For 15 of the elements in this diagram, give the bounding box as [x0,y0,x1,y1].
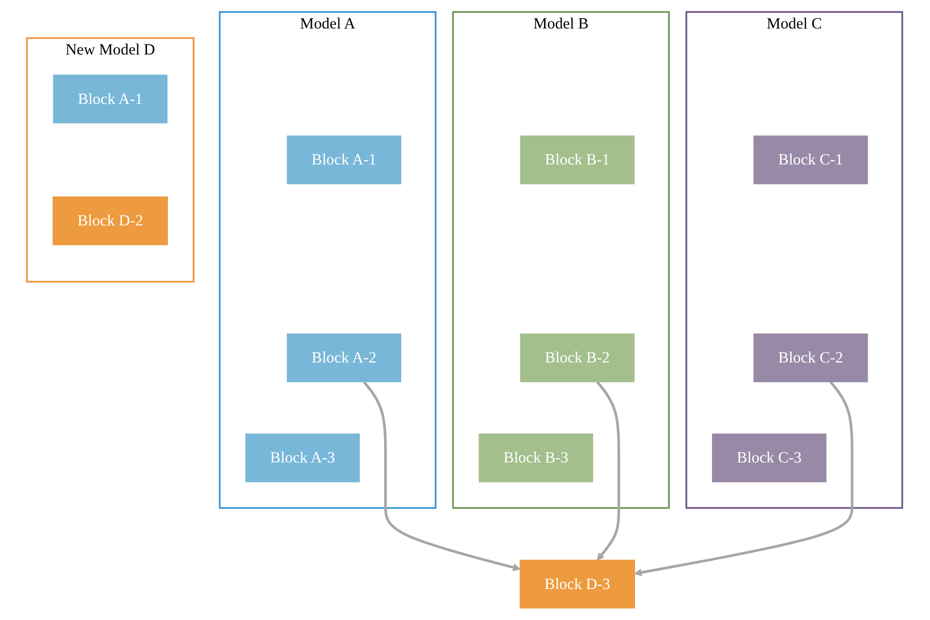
node-box: Block A-3 [246,434,360,482]
node-box: Block A-1 [53,74,168,124]
node-box: Block C-2 [754,333,868,382]
node-box: Block A-1 [287,136,402,184]
node-box: Block A-2 [287,333,402,382]
node-box: Block B-1 [520,136,635,184]
node-box: Block C-1 [754,136,868,184]
node-box: Block D-3 [520,560,636,608]
arrow [363,380,521,572]
node-box: Block D-2 [53,196,168,246]
node-box: Block B-2 [520,333,635,382]
node-box: Block B-3 [479,434,594,482]
node-box: Block C-3 [712,434,827,482]
arrow [634,380,854,576]
arrow [596,380,620,560]
